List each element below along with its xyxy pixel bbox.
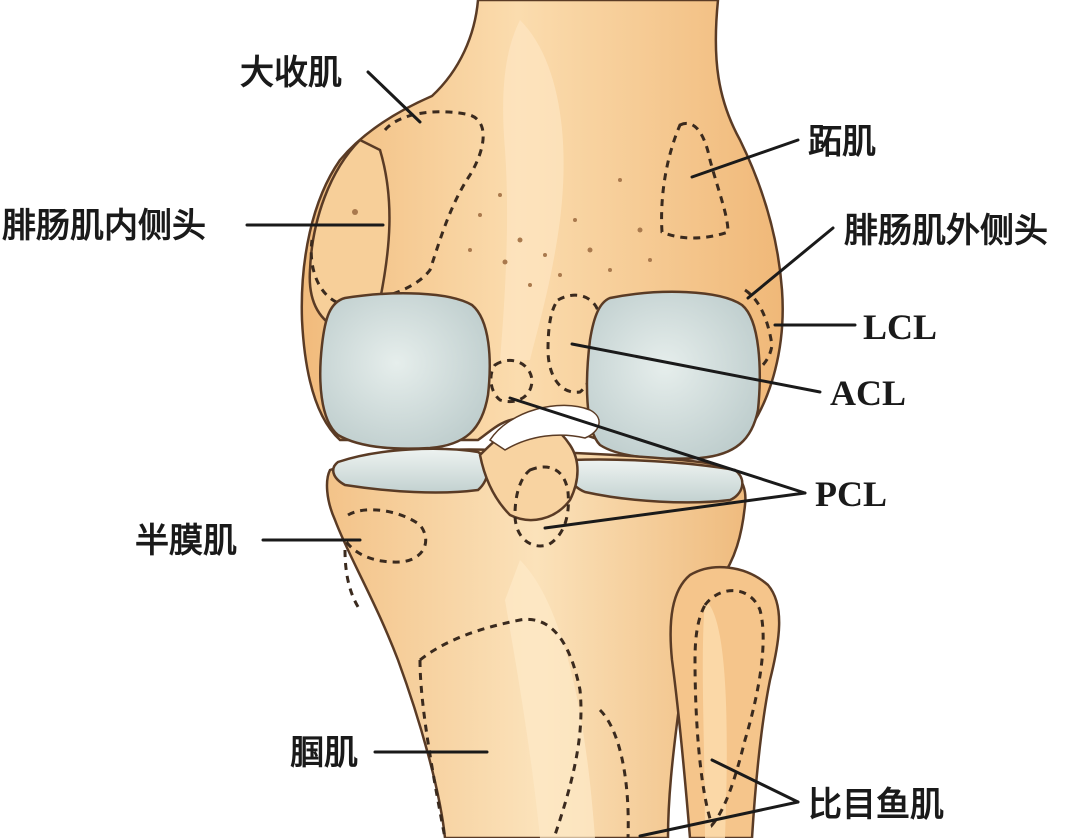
fibula	[669, 565, 781, 838]
labels: 大收肌 跖肌 腓肠肌内侧头 腓肠肌外侧头 LCL ACL PCL 半膜肌 腘肌 …	[2, 53, 1048, 825]
popliteus-lower-region	[598, 708, 630, 838]
label-gastrocnemius-lateral-head: 腓肠肌外侧头	[844, 211, 1048, 251]
leader-pcl-tibial	[543, 491, 807, 530]
tibia-highlight	[505, 560, 595, 838]
pcl-femoral-attachment-region	[489, 359, 534, 404]
leader-acl	[570, 342, 822, 394]
popliteus-attachment-region	[418, 617, 583, 838]
leader-pcl-femoral	[508, 396, 807, 495]
label-pcl: PCL	[815, 474, 887, 514]
leader-soleus-1	[710, 758, 800, 804]
soleus-attachment-region	[693, 589, 765, 828]
plantaris-attachment-region	[660, 121, 730, 240]
lateral-gastro-attachment-region	[744, 288, 774, 374]
label-soleus: 比目鱼肌	[808, 785, 944, 825]
label-adductor-magnus: 大收肌	[240, 53, 342, 93]
label-semimembranosus: 半膜肌	[135, 521, 237, 561]
femur-highlight	[500, 20, 564, 360]
leader-gastro-lateral	[746, 226, 835, 300]
medial-condyle-bulge	[308, 138, 391, 332]
medial-tibial-plateau	[332, 447, 489, 494]
label-lcl: LCL	[863, 307, 937, 347]
tibia	[325, 404, 747, 838]
acl-attachment-region	[546, 293, 602, 394]
semimembranosus-lower-line	[343, 549, 362, 611]
femoral-condyle-cartilage	[319, 290, 761, 460]
lateral-condyle-cartilage	[585, 290, 761, 460]
medial-condyle-cartilage	[319, 292, 491, 450]
bone-texture-dots	[352, 178, 652, 287]
leader-adductor-magnus	[366, 70, 422, 124]
label-popliteus: 腘肌	[290, 733, 358, 773]
label-gastrocnemius-medial-head: 腓肠肌内侧头	[2, 206, 206, 246]
adductor-attachment-region	[309, 110, 485, 307]
label-plantaris: 跖肌	[808, 122, 876, 162]
leader-lines	[245, 70, 857, 838]
leader-plantaris	[690, 138, 800, 179]
leader-soleus-2	[638, 800, 800, 838]
label-acl: ACL	[830, 373, 906, 413]
lateral-tibial-plateau	[565, 458, 744, 504]
fibula-highlight	[702, 600, 727, 838]
